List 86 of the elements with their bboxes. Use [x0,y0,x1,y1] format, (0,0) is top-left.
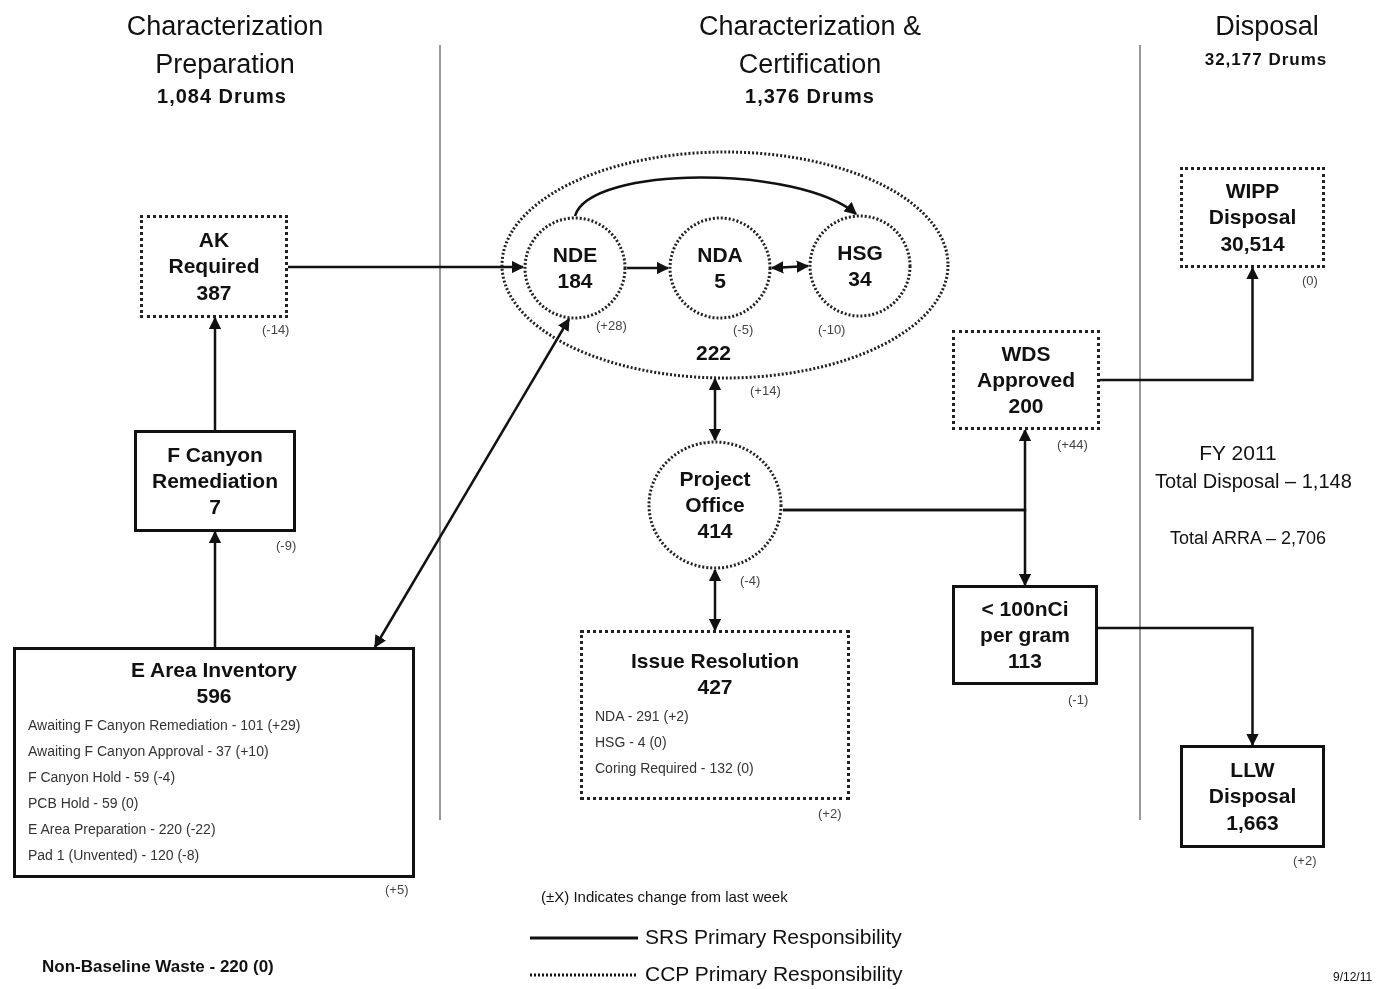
weekly-change-label: (0) [1302,273,1318,288]
detail-line: PCB Hold - 59 (0) [28,793,139,813]
flow-arrow [573,176,858,217]
weekly-change-label: (-10) [818,322,846,337]
count-value: 34 [848,266,872,292]
legend-label: SRS Primary Responsibility [645,925,902,949]
flow-arrow [208,316,222,430]
count-value: 113 [1008,648,1042,675]
stage-title: LLW Disposal [1207,757,1298,810]
srs-stage-box [952,585,1098,685]
column-heading: Characterization & Certification [697,10,923,81]
stage-group-ellipse [500,150,950,380]
count-value: 427 [697,674,733,701]
stage-title: NDA [697,241,743,268]
weekly-change-label: (+44) [1057,437,1088,452]
weekly-change-label: (+2) [1293,853,1317,868]
flow-arrow [373,317,571,649]
stage-title: Issue Resolution [631,647,799,674]
count-value: 7 [209,494,221,521]
flow-arrow [208,530,222,647]
non-baseline-note: Non-Baseline Waste - 220 (0) [42,957,274,977]
detail-line: NDA - 291 (+2) [595,707,689,727]
weekly-change-label: (-5) [733,322,754,337]
detail-line: E Area Preparation - 220 (-22) [28,819,216,839]
change-footnote: (±X) Indicates change from last week [541,888,788,905]
drum-total: 32,177 Drums [1203,50,1329,70]
total-disposal-note: Total Disposal – 1,148 [1155,470,1352,493]
ccp-stage-box [140,215,288,318]
flow-arrow [627,261,670,275]
stage-title: F Canyon Remediation [151,441,279,494]
weekly-change-label: (-4) [740,573,761,588]
detail-line: Awaiting F Canyon Remediation - 101 (+29) [28,716,301,736]
srs-stage-box [134,430,296,532]
weekly-change-label: (+28) [596,318,627,333]
column-heading: Disposal [1214,10,1320,43]
stage-title: AK Required [167,227,261,280]
flow-arrow [708,568,722,632]
stage-title: HSG [837,239,883,266]
stage-title: WDS Approved [976,340,1076,393]
flow-arrow [288,260,525,274]
weekly-change-label: (+14) [750,383,781,398]
count-value: 414 [697,518,733,545]
ccp-stage-box [580,630,850,800]
stage-title: Project Office [678,465,752,518]
count-value: 184 [557,268,593,294]
ccp-stage-box [952,330,1100,430]
detail-line: F Canyon Hold - 59 (-4) [28,767,176,787]
legend-label: CCP Primary Responsibility [645,962,903,986]
stage-circle [808,214,912,318]
detail-line: Pad 1 (Unvented) - 120 (-8) [28,845,200,865]
flow-arrow [1100,266,1259,382]
count-value: 387 [196,279,232,306]
stage-title: E Area Inventory [130,656,298,683]
ccp-stage-box [1180,167,1325,268]
date-label: 9/12/11 [1333,970,1373,984]
count-value: 222 [696,340,732,366]
stage-title: NDE [552,241,598,268]
stage-circle [668,216,772,320]
count-value: 200 [1008,393,1044,420]
weekly-change-label: (+2) [818,806,842,821]
detail-line: HSG - 4 (0) [595,733,667,753]
stage-circle [647,440,783,570]
flow-arrow [783,508,1032,587]
weekly-change-label: (-14) [262,322,290,337]
srs-stage-box [1180,745,1325,848]
stage-circle [523,216,627,320]
detail-line: Awaiting F Canyon Approval - 37 (+10) [28,741,269,761]
flow-arrow [1098,626,1259,747]
weekly-change-label: (-9) [276,538,297,553]
drum-total: 1,376 Drums [744,85,876,108]
drum-total: 1,084 Drums [156,85,288,108]
count-value: 1,663 [1226,809,1279,836]
srs-stage-box [13,647,415,878]
flow-arrow [708,377,722,442]
count-value: 30,514 [1220,230,1285,257]
stage-title: < 100nCi per gram [979,595,1071,648]
weekly-change-label: (-1) [1068,692,1089,707]
count-value: 5 [714,268,726,294]
flow-arrow [770,260,810,274]
count-value: 596 [196,682,232,709]
total-arra-note: Total ARRA – 2,706 [1170,528,1327,549]
stage-title: WIPP Disposal [1207,178,1298,231]
fiscal-year-label: FY 2011 [1198,441,1278,465]
column-heading: Characterization Preparation [125,10,325,81]
detail-line: Coring Required - 132 (0) [595,759,754,779]
weekly-change-label: (+5) [385,882,409,897]
